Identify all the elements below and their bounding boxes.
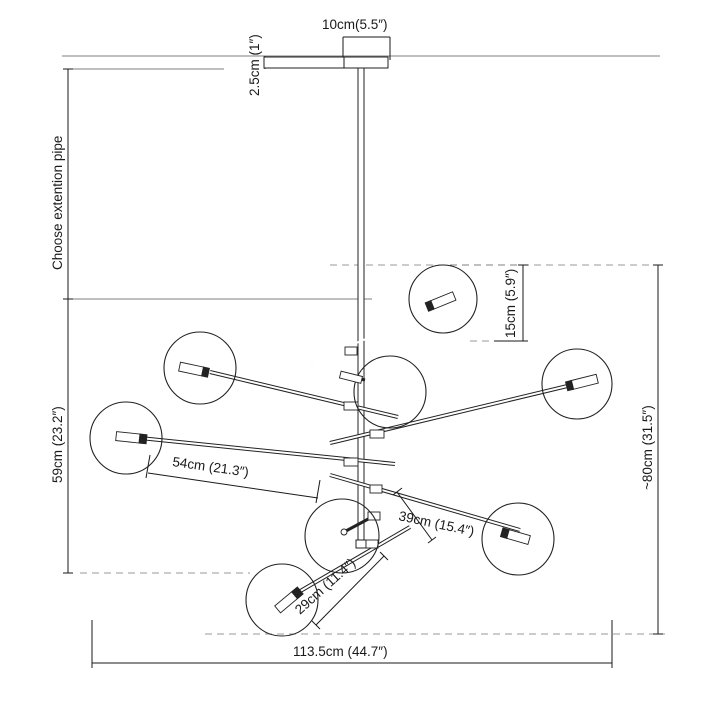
canopy bbox=[263, 56, 389, 69]
overall-height-label: ~80cm (31.5″) bbox=[640, 405, 655, 490]
canopy-width-dimension bbox=[342, 36, 391, 60]
globe-center bbox=[338, 355, 427, 429]
globe-left bbox=[89, 401, 163, 475]
globe-lower-center bbox=[304, 498, 380, 574]
globe-lower-right bbox=[481, 502, 555, 576]
arm-long-label: 54cm (21.3″) bbox=[172, 454, 250, 480]
width-dimension bbox=[91, 620, 613, 668]
reference-lines bbox=[62, 55, 665, 635]
center-stem bbox=[355, 67, 367, 549]
globe-diameter-label: 15cm (5.9″) bbox=[503, 269, 518, 338]
dimension-labels: 10cm(5.5″) 2.5cm (1″) Choose extention p… bbox=[50, 17, 655, 659]
overall-width-label: 113.5cm (44.7″) bbox=[293, 644, 388, 659]
stem-joints bbox=[343, 346, 385, 549]
globe-right bbox=[541, 348, 613, 420]
fixture-height-label: 59cm (23.2″) bbox=[50, 406, 65, 483]
globe-bottom-left bbox=[245, 563, 319, 637]
extension-pipe-label: Choose extention pipe bbox=[50, 136, 65, 270]
canopy-width-label: 10cm(5.5″) bbox=[322, 17, 388, 32]
globe-top-right bbox=[408, 264, 478, 334]
vertical-dimensions bbox=[63, 56, 663, 635]
globe-upper-left bbox=[163, 331, 237, 405]
arm-short-label: 29cm (11.4″) bbox=[292, 555, 358, 617]
arm-dimensions bbox=[145, 454, 437, 630]
canopy-height-label: 2.5cm (1″) bbox=[247, 34, 262, 96]
